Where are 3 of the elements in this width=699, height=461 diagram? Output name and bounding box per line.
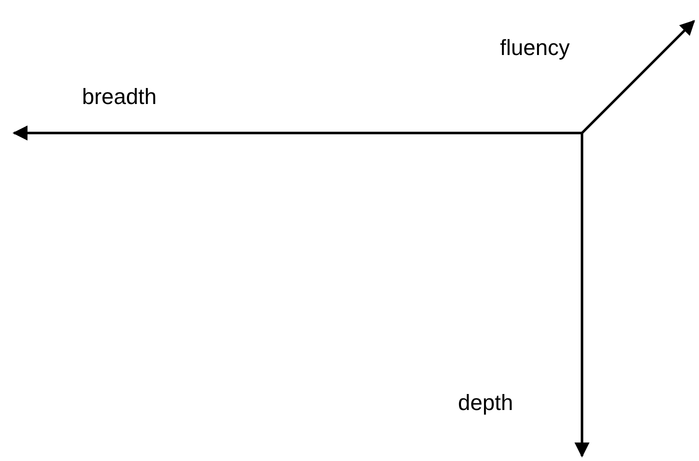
axis-label: fluency (500, 37, 570, 59)
axis-label: depth (458, 392, 514, 414)
axis-label: breadth (82, 86, 157, 108)
